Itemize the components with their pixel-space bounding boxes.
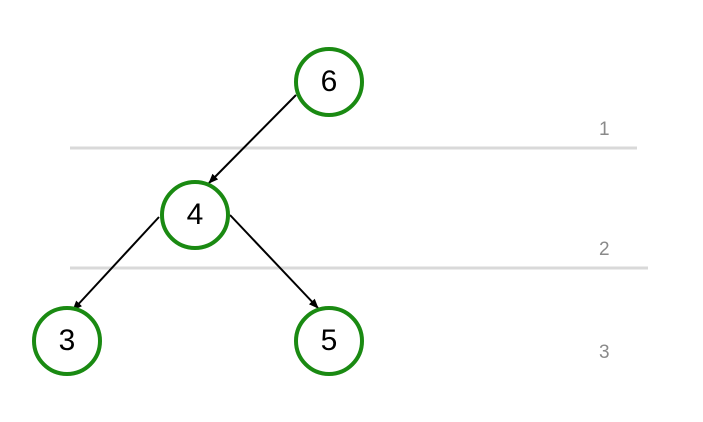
tree-node-6: 6 xyxy=(294,47,364,117)
node-label: 5 xyxy=(321,324,338,357)
edge-4-to-5 xyxy=(229,214,319,309)
tree-node-4: 4 xyxy=(160,180,230,250)
node-label: 4 xyxy=(187,198,204,231)
level-label-1: 1 xyxy=(599,119,610,140)
node-label: 3 xyxy=(59,324,76,357)
tree-node-5: 5 xyxy=(294,306,364,376)
node-circle xyxy=(160,180,230,250)
tree-node-3: 3 xyxy=(32,306,102,376)
node-circle xyxy=(294,47,364,117)
edge-6-to-4 xyxy=(208,94,297,184)
node-circle xyxy=(32,306,102,376)
edge-4-to-3 xyxy=(72,216,160,311)
level-label-3: 3 xyxy=(599,342,610,363)
level-label-2: 2 xyxy=(599,239,610,260)
node-circle xyxy=(294,306,364,376)
node-label: 6 xyxy=(321,65,338,98)
